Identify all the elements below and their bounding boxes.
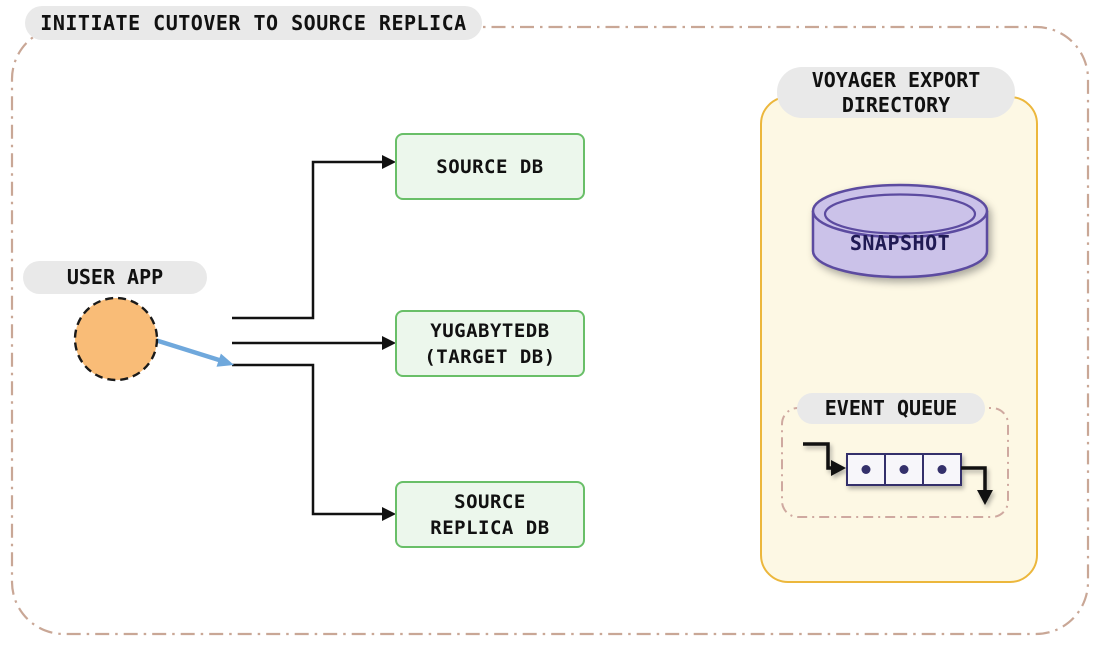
source-replica-label-line2: REPLICA DB xyxy=(430,516,550,539)
voyager-label-line2: DIRECTORY xyxy=(841,93,951,117)
arrow-userapp-to-yugabytedb xyxy=(232,336,396,350)
arrow-userapp-to-sourcedb xyxy=(232,155,396,320)
queue-in-arrow xyxy=(831,460,846,476)
outer-dashed-border xyxy=(10,25,1090,636)
voyager-export-directory-label: VOYAGER EXPORT DIRECTORY xyxy=(777,67,1015,118)
queue-dot-icon xyxy=(937,465,947,474)
voyager-label-line1: VOYAGER EXPORT xyxy=(811,68,981,92)
blue-cutover-arrow xyxy=(149,336,234,367)
arrow-userapp-to-sourcereplica xyxy=(232,363,396,521)
source-db-label-line1: SOURCE DB xyxy=(436,155,544,178)
snapshot-label: SNAPSHOT xyxy=(849,231,951,255)
source-db-box: SOURCE DB xyxy=(395,133,585,200)
user-app-circle xyxy=(73,296,159,382)
voyager-export-directory-panel xyxy=(760,96,1038,583)
source-replica-label-line1: SOURCE xyxy=(454,490,526,513)
queue-dot-icon xyxy=(899,465,909,474)
event-queue-label: EVENT QUEUE xyxy=(797,393,985,424)
yugabytedb-label-line2: (TARGET DB) xyxy=(424,345,556,368)
queue-cells-icon xyxy=(803,442,993,505)
yugabytedb-label-line1: YUGABYTEDB xyxy=(430,319,550,342)
queue-dot-icon xyxy=(861,465,871,474)
queue-out-arrow xyxy=(977,490,993,505)
user-app-label: USER APP xyxy=(23,261,207,294)
database-cylinder-icon xyxy=(811,183,989,279)
diagram-title: INITIATE CUTOVER TO SOURCE REPLICA xyxy=(25,6,482,40)
yugabytedb-box: YUGABYTEDB (TARGET DB) xyxy=(395,310,585,377)
source-replica-db-box: SOURCE REPLICA DB xyxy=(395,481,585,548)
